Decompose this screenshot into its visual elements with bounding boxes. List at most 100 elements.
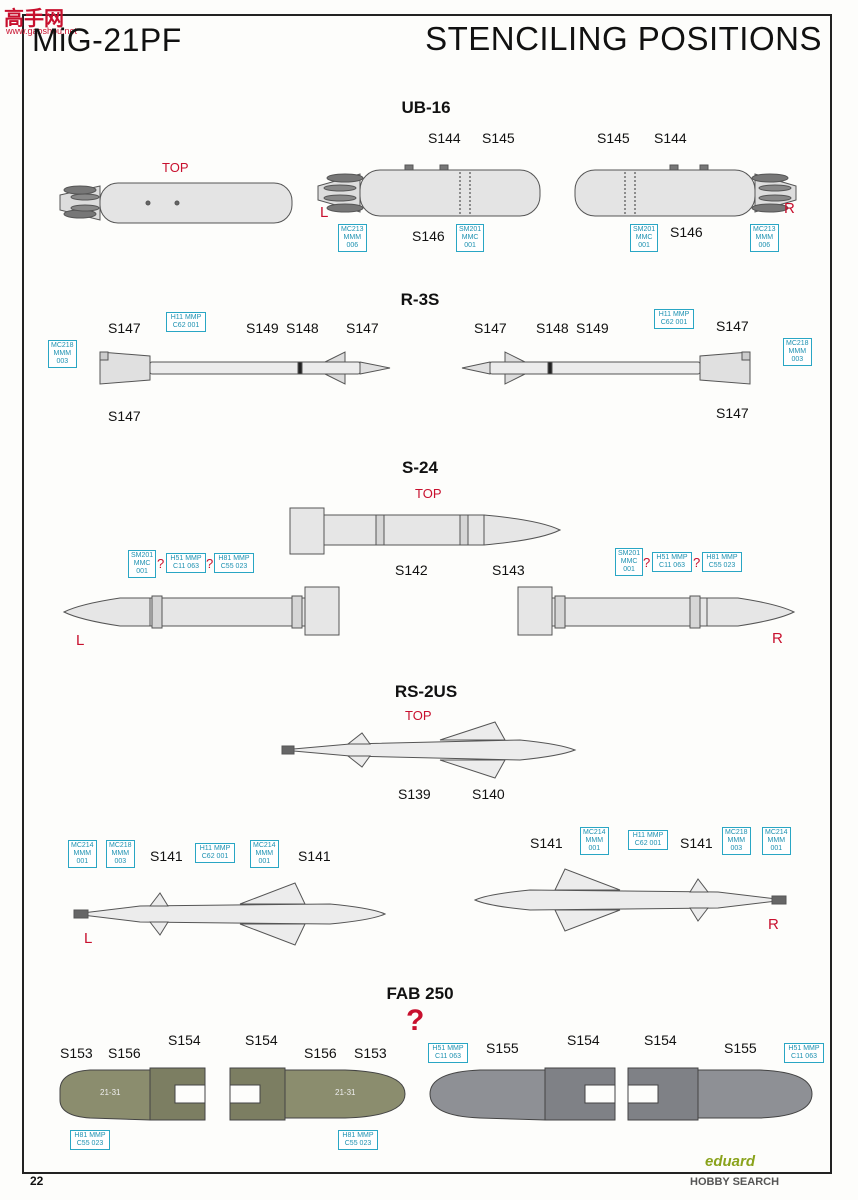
s24-right-rocket: [517, 586, 796, 636]
fab250-question: ?: [406, 1004, 425, 1037]
label-s147-f: S147: [716, 405, 749, 421]
ub16-top-pod: [59, 182, 293, 224]
label-s154-c: S154: [567, 1032, 600, 1048]
s24-top-marker: TOP: [415, 486, 442, 501]
label-s154-a: S154: [168, 1032, 201, 1048]
label-s139: S139: [398, 786, 431, 802]
label-s148-b: S148: [536, 320, 569, 336]
s24-question-b: ?: [206, 556, 214, 571]
label-s153-a: S153: [60, 1045, 93, 1061]
frame-top: [22, 14, 832, 16]
site-url: www.gaoshou.net: [6, 26, 78, 36]
section-title-s24: S-24: [402, 458, 438, 477]
label-s143: S143: [492, 562, 525, 578]
section-title-r3s: R-3S: [400, 290, 440, 309]
label-s155-a: S155: [486, 1040, 519, 1056]
s24-question-d: ?: [693, 555, 701, 570]
s24-top-rocket: [289, 507, 562, 555]
model-name: MiG-21PF: [32, 22, 182, 58]
label-s156-a: S156: [108, 1045, 141, 1061]
r3s-right-missile: [461, 351, 751, 385]
s24-left-marker: L: [76, 632, 85, 649]
rs2us-right-marker: R: [768, 916, 779, 933]
frame-bottom: [22, 1172, 832, 1174]
ub16-left-pod: [317, 164, 541, 217]
ub16-right-marker: R: [784, 200, 795, 217]
label-s156-b: S156: [304, 1045, 337, 1061]
r3s-left-missile: [99, 351, 391, 385]
label-s148-a: S148: [286, 320, 319, 336]
label-s142: S142: [395, 562, 428, 578]
label-s149-a: S149: [246, 320, 279, 336]
page-title: STENCILING POSITIONS: [425, 20, 822, 57]
rs2us-top-marker: TOP: [405, 708, 432, 723]
rs2us-top-missile: [281, 721, 577, 779]
label-s147-c: S147: [108, 408, 141, 424]
label-s154-b: S154: [245, 1032, 278, 1048]
s24-question-c: ?: [643, 555, 651, 570]
section-title-fab250: FAB 250: [386, 984, 454, 1003]
ub16-right-pod: [574, 164, 797, 217]
section-title-rs2us: RS-2US: [394, 682, 458, 701]
label-s154-d: S154: [644, 1032, 677, 1048]
s24-right-marker: R: [772, 630, 783, 647]
ub16-top-marker: TOP: [162, 160, 189, 175]
rs2us-left-missile: [73, 882, 387, 946]
label-s141-b: S141: [298, 848, 331, 864]
label-s149-b: S149: [576, 320, 609, 336]
ub16-left-marker: L: [320, 204, 329, 221]
label-s147-b: S147: [346, 320, 379, 336]
bomb-marking-a: 21-31: [100, 1088, 121, 1097]
label-s147-a: S147: [108, 320, 141, 336]
label-s144-b: S144: [654, 130, 687, 146]
s24-left-rocket: [62, 586, 340, 636]
label-s146-a: S146: [412, 228, 445, 244]
brand-logo: eduard: [705, 1153, 756, 1170]
credit-watermark: HOBBY SEARCH: [690, 1176, 780, 1188]
page-number: 22: [30, 1174, 44, 1188]
bomb-marking-b: 21-31: [335, 1088, 356, 1097]
label-s145-a: S145: [482, 130, 515, 146]
frame-left: [22, 14, 24, 1174]
rs2us-left-marker: L: [84, 930, 93, 947]
label-s147-d: S147: [474, 320, 507, 336]
label-s153-b: S153: [354, 1045, 387, 1061]
label-s145-b: S145: [597, 130, 630, 146]
label-s141-a: S141: [150, 848, 183, 864]
label-s147-e: S147: [716, 318, 749, 334]
fab250-olive-bombs: [59, 1067, 406, 1121]
rs2us-right-missile: [473, 868, 787, 932]
site-logo: 高手网: [4, 8, 64, 30]
label-s141-d: S141: [680, 835, 713, 851]
label-s155-b: S155: [724, 1040, 757, 1056]
section-title-ub16: UB-16: [401, 98, 451, 117]
label-s141-c: S141: [530, 835, 563, 851]
frame-right: [830, 14, 832, 1174]
